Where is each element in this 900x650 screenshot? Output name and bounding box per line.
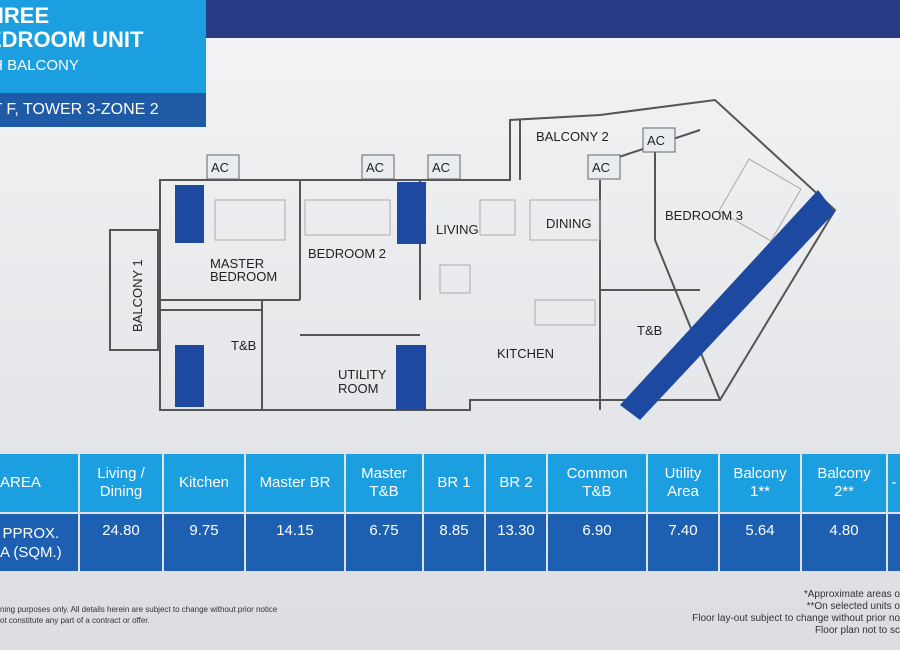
table-cell: PPROX. A (SQM.) (0, 514, 78, 571)
structural-column-3 (175, 345, 204, 407)
unit-subtitle-box: IT F, TOWER 3-ZONE 2 (0, 93, 206, 127)
disclaimer-right-line-4: Floor plan not to sc (814, 625, 900, 636)
table-cell: 13.30 (486, 514, 546, 571)
title-line-2: EDROOM UNIT (0, 27, 144, 52)
ac-label-1: AC (211, 160, 229, 175)
room-label-master-1: MASTER (210, 256, 264, 271)
disclaimer-left-line-2: ot constitute any part of a contract or … (0, 616, 150, 625)
unit-subtitle: IT F, TOWER 3-ZONE 2 (0, 101, 159, 118)
structural-column-1 (175, 185, 204, 243)
disclaimer-right: *Approximate areas o **On selected units… (692, 589, 900, 637)
ac-label-4: AC (592, 160, 610, 175)
table-cell: 5.64 (720, 514, 800, 571)
room-label-utility-1: UTILITY (338, 367, 387, 382)
room-label-bedroom-3: BEDROOM 3 (665, 208, 743, 223)
table-cell: 24.80 (80, 514, 162, 571)
title-line-3: TH BALCONY (0, 57, 79, 74)
ac-unit-5 (642, 127, 676, 153)
ac-label-5: AC (647, 133, 665, 148)
table-cell (888, 514, 900, 571)
area-table: AREA Living / Dining Kitchen Master BR M… (0, 454, 900, 571)
table-cell: 6.90 (548, 514, 646, 571)
room-label-dining: DINING (546, 216, 592, 231)
table-cell: 4.80 (802, 514, 886, 571)
table-cell: 9.75 (164, 514, 244, 571)
table-cell: 6.75 (346, 514, 422, 571)
living-table-furniture (439, 264, 471, 294)
ac-unit-3 (427, 154, 461, 180)
balcony-1-outline (109, 229, 159, 351)
table-header: BR 1 (424, 454, 484, 512)
bed-2-furniture (304, 199, 391, 236)
table-cell: 8.85 (424, 514, 484, 571)
table-header: Utility Area (648, 454, 718, 512)
ac-units (206, 127, 676, 180)
table-header: Living / Dining (80, 454, 162, 512)
ac-label-3: AC (432, 160, 450, 175)
dining-table-furniture (529, 199, 601, 241)
table-header: AREA (0, 454, 78, 512)
room-label-bedroom-2: BEDROOM 2 (308, 246, 386, 261)
room-label-balcony-1: BALCONY 1 (130, 259, 145, 332)
table-header: Balcony 2** (802, 454, 886, 512)
disclaimer-right-line-3: Floor lay-out subject to change without … (692, 613, 900, 624)
disclaimer-right-line-2: **On selected units o (806, 601, 900, 612)
disclaimer-right-line-1: *Approximate areas o (803, 589, 900, 600)
title-line-1: HREE (0, 3, 50, 28)
living-sofa-furniture (479, 199, 516, 236)
table-header: - (888, 454, 900, 512)
table-header: Common T&B (548, 454, 646, 512)
structural-column-2 (397, 182, 426, 244)
room-label-utility-2: ROOM (338, 381, 378, 396)
table-header: BR 2 (486, 454, 546, 512)
unit-title-box: HREE EDROOM UNIT TH BALCONY (0, 0, 206, 93)
room-label-tb-left: T&B (231, 338, 256, 353)
table-header: Kitchen (164, 454, 244, 512)
table-cell: 7.40 (648, 514, 718, 571)
structural-wall-diagonal (620, 190, 835, 420)
ac-unit-1 (206, 154, 240, 180)
ac-label-2: AC (366, 160, 384, 175)
structural-column-4 (396, 345, 426, 410)
unit-outline (159, 98, 837, 411)
ac-unit-4 (587, 154, 621, 180)
table-header: Master T&B (346, 454, 422, 512)
bed-3-furniture (718, 158, 802, 242)
disclaimer-left-line-1: ning purposes only. All details herein a… (0, 605, 278, 614)
disclaimer-left: ning purposes only. All details herein a… (0, 604, 277, 626)
room-label-tb-right: T&B (637, 323, 662, 338)
room-label-master-2: BEDROOM (210, 269, 277, 284)
room-label-kitchen: KITCHEN (497, 346, 554, 361)
room-label-balcony-2: BALCONY 2 (536, 129, 609, 144)
floor-plan: AC AC AC AC AC BALCONY 1 MASTER BEDROOM … (109, 98, 837, 420)
kitchen-counter (534, 299, 596, 326)
table-header: Master BR (246, 454, 344, 512)
table-cell: 14.15 (246, 514, 344, 571)
table-header: Balcony 1** (720, 454, 800, 512)
ac-unit-2 (361, 154, 395, 180)
room-label-living: LIVING (436, 222, 479, 237)
master-bed-furniture (214, 199, 286, 241)
